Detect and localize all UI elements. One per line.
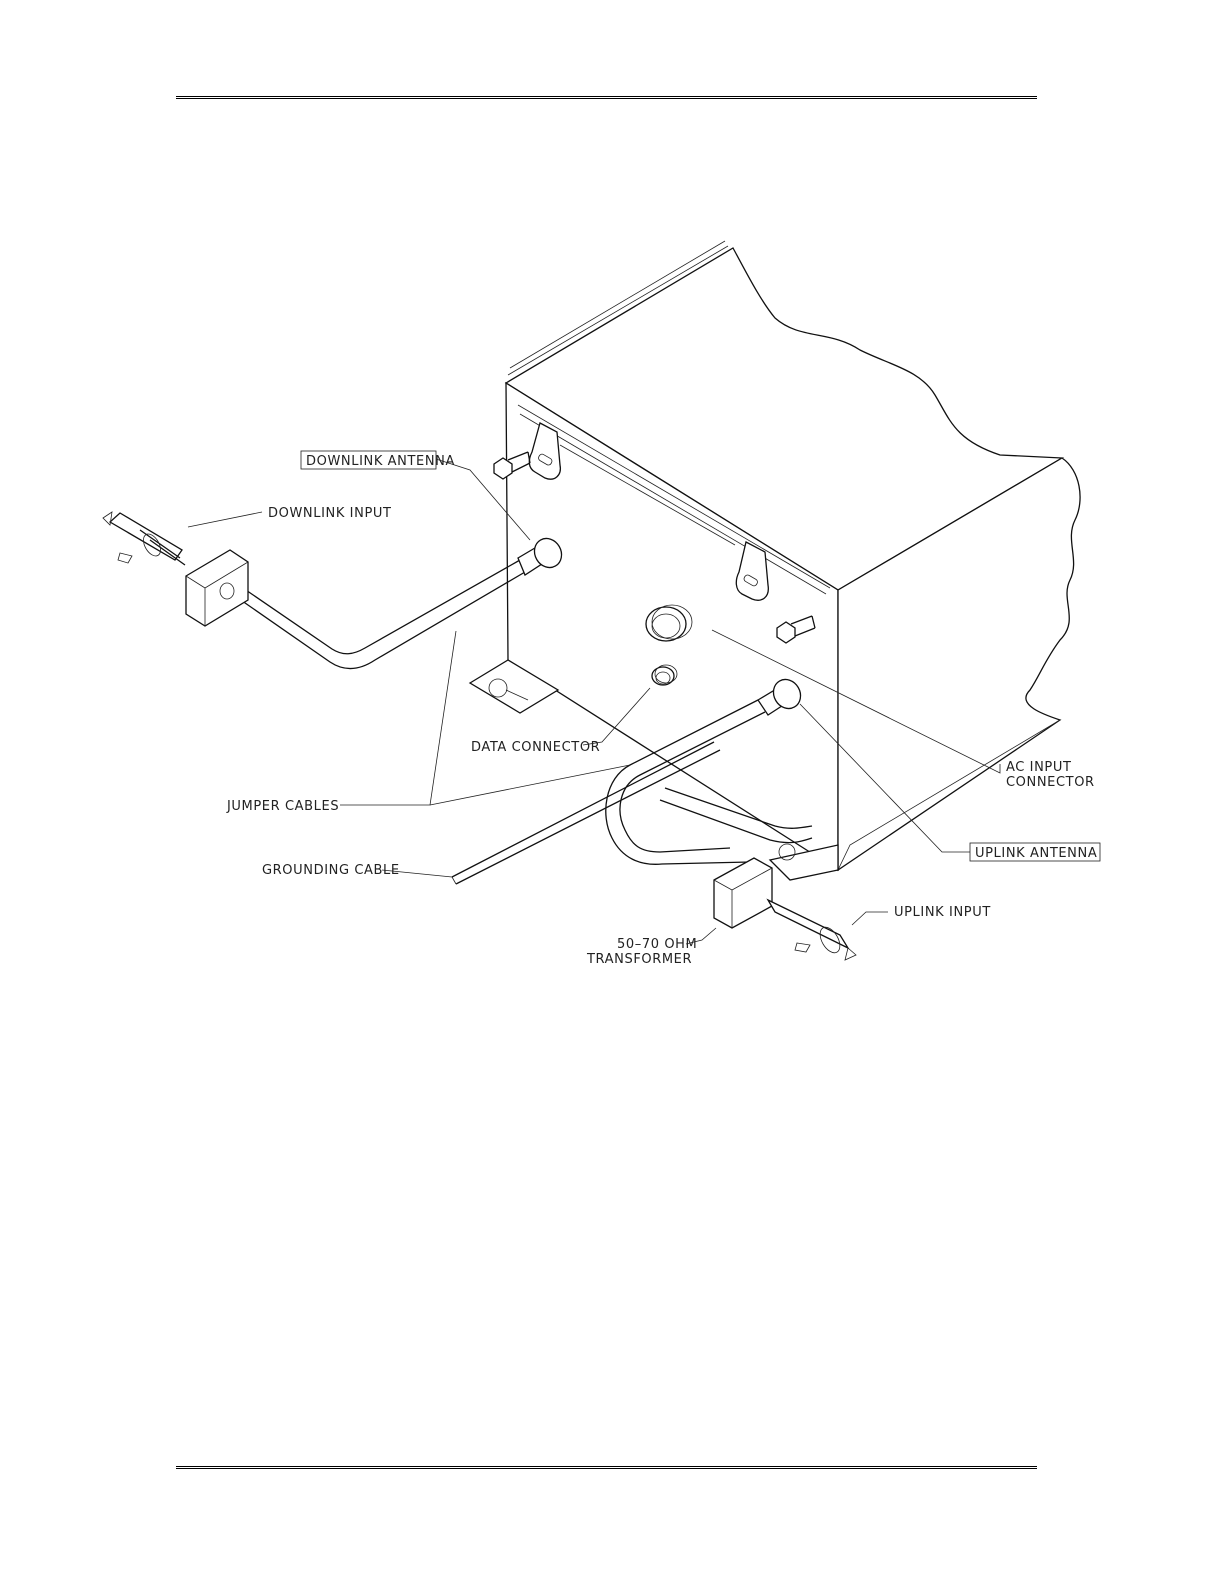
label-transformer-line1: 50–70 OHM [617, 937, 697, 952]
downlink-jumper-cable [103, 512, 567, 669]
enclosure [506, 241, 1080, 870]
label-transformer-line2: TRANSFORMER [586, 952, 692, 967]
label-data-connector: DATA CONNECTOR [471, 740, 600, 755]
label-uplink-antenna: UPLINK ANTENNA [975, 846, 1097, 861]
label-downlink-antenna: DOWNLINK ANTENNA [306, 454, 455, 469]
label-grounding-cable: GROUNDING CABLE [262, 863, 400, 878]
label-ac-input-line1: AC INPUT [1006, 760, 1072, 775]
callout-downlink-antenna: DOWNLINK ANTENNA [301, 451, 455, 469]
mounting-foot-right [770, 844, 838, 880]
callout-uplink-antenna: UPLINK ANTENNA [970, 843, 1100, 861]
label-uplink-input: UPLINK INPUT [894, 905, 991, 920]
label-ac-input-line2: CONNECTOR [1006, 775, 1095, 790]
label-downlink-input: DOWNLINK INPUT [268, 506, 392, 521]
label-jumper-cables: JUMPER CABLES [226, 799, 339, 814]
